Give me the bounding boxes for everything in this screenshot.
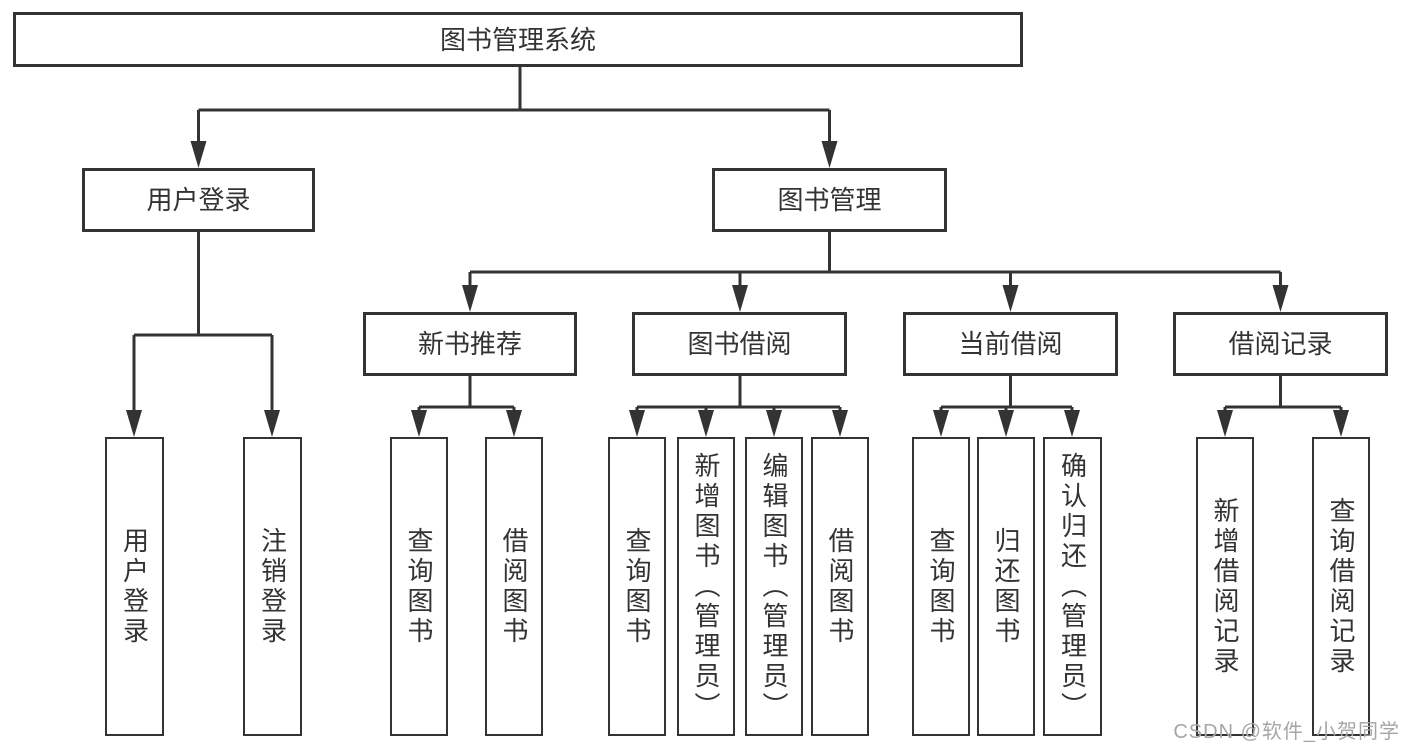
node-current-borrowing: 当前借阅 [903, 312, 1118, 376]
node-book-borrowing: 图书借阅 [632, 312, 847, 376]
leaf-label: 注销登录 [257, 526, 288, 647]
leaf-borrow-books: 借阅图书 [811, 437, 869, 736]
node-borrowing-records: 借阅记录 [1173, 312, 1388, 376]
node-book-management-system: 图书管理系统 [13, 12, 1023, 67]
leaf-label: 用户登录 [119, 526, 150, 647]
node-label: 用户登录 [146, 185, 251, 215]
leaf-query-borrow-record: 查询借阅记录 [1312, 437, 1370, 736]
leaf-query-books-recommend: 查询图书 [390, 437, 448, 736]
arrowheads [126, 141, 1349, 437]
node-new-book-recommendation: 新书推荐 [363, 312, 577, 376]
leaf-label: 新增图书（管理员） [691, 451, 721, 722]
leaf-label: 确认归还（管理员） [1057, 451, 1088, 722]
leaf-label: 查询借阅记录 [1326, 496, 1356, 677]
leaf-label: 借阅图书 [499, 526, 529, 647]
leaf-logout: 注销登录 [243, 437, 302, 736]
node-label: 借阅记录 [1228, 329, 1333, 359]
node-label: 图书管理 [777, 185, 882, 215]
leaf-add-borrow-record: 新增借阅记录 [1196, 437, 1254, 736]
node-label: 图书管理系统 [439, 24, 596, 55]
leaf-query-books-borrow: 查询图书 [608, 437, 666, 736]
leaf-label: 查询图书 [404, 526, 434, 647]
leaf-label: 编辑图书（管理员） [759, 451, 789, 722]
leaf-user-login: 用户登录 [105, 437, 164, 736]
csdn-watermark: CSDN @软件_小贺同学 [1173, 721, 1400, 743]
leaf-edit-books-admin: 编辑图书（管理员） [745, 437, 803, 736]
leaf-confirm-return-admin: 确认归还（管理员） [1043, 437, 1102, 736]
leaf-add-books-admin: 新增图书（管理员） [677, 437, 735, 736]
leaf-label: 查询图书 [622, 526, 652, 647]
leaf-borrow-books-recommend: 借阅图书 [485, 437, 543, 736]
leaf-label: 新增借阅记录 [1210, 496, 1240, 677]
leaf-label: 归还图书 [991, 526, 1021, 647]
leaf-label: 查询图书 [926, 526, 956, 647]
node-label: 图书借阅 [687, 329, 792, 359]
node-label: 新书推荐 [417, 329, 522, 359]
node-label: 当前借阅 [958, 329, 1063, 359]
leaf-label: 借阅图书 [825, 526, 855, 647]
node-book-management: 图书管理 [712, 168, 947, 232]
leaf-return-books: 归还图书 [977, 437, 1035, 736]
leaf-query-books-current: 查询图书 [912, 437, 970, 736]
node-user-login: 用户登录 [82, 168, 315, 232]
